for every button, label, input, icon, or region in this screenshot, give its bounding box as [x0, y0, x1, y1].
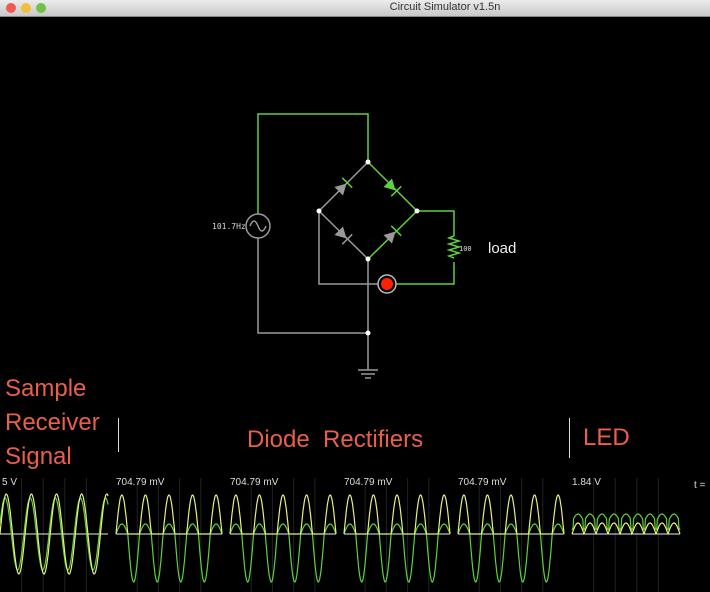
scope-trace-current: [229, 523, 337, 583]
note-line: Receiver: [5, 409, 100, 436]
divider-line: [569, 418, 570, 458]
note-line: Signal: [5, 443, 72, 470]
scope-trace-voltage: [229, 494, 337, 535]
resistor-name: load: [488, 240, 516, 257]
wire-load: [396, 210, 455, 285]
scope-trace-current: [343, 523, 451, 583]
scope-trace-current: [571, 513, 681, 532]
close-button[interactable]: [6, 3, 16, 13]
divider-line: [118, 418, 119, 452]
ground-icon: [358, 369, 378, 379]
diode-top-left[interactable]: [334, 177, 353, 196]
wire-top: [257, 113, 369, 214]
title-bar: Circuit Simulator v1.5n: [0, 0, 710, 17]
diode-top-right[interactable]: [383, 178, 402, 197]
scope-source[interactable]: 5 V: [0, 477, 109, 592]
wire-led-left: [318, 211, 378, 285]
scope-label: 1.84 V: [572, 477, 601, 488]
scope-trace-current: [115, 523, 223, 583]
sine-icon: [249, 220, 267, 232]
source-frequency: 101.7Hz: [212, 222, 246, 231]
diode-bottom-left[interactable]: [334, 226, 353, 245]
nodes: [316, 159, 420, 336]
scope-trace-voltage: [343, 494, 451, 535]
zoom-button[interactable]: [36, 3, 46, 13]
note-line: Sample: [5, 375, 87, 402]
resistor-value: 100: [459, 245, 472, 253]
scope-diode[interactable]: 704.79 mV: [229, 477, 337, 592]
scope-label: 704.79 mV: [344, 477, 393, 488]
bridge-right: [367, 161, 419, 260]
scope-diode[interactable]: 704.79 mV: [457, 477, 565, 592]
led[interactable]: [377, 274, 397, 294]
diode-bottom-right[interactable]: [383, 225, 402, 244]
scope-label: 704.79 mV: [230, 477, 279, 488]
ac-source[interactable]: [245, 213, 271, 239]
minimize-button[interactable]: [21, 3, 31, 13]
diode-rectifiers-note: Diode Rectifiers: [247, 426, 424, 453]
scope-diode[interactable]: 704.79 mV: [343, 477, 451, 592]
sample-receiver-note: Sample Receiver Signal: [5, 372, 100, 474]
scope-label: 704.79 mV: [458, 477, 507, 488]
window-title: Circuit Simulator v1.5n: [389, 1, 501, 13]
scope-trace-voltage: [115, 494, 223, 535]
wire-bottom: [257, 238, 368, 334]
scope-led[interactable]: 1.84 V: [571, 477, 681, 592]
scope-trace-current: [457, 523, 565, 583]
resistor-load[interactable]: [446, 235, 462, 259]
scope-diode[interactable]: 704.79 mV: [115, 477, 223, 592]
time-label: t =: [694, 480, 706, 491]
led-note: LED: [583, 424, 630, 451]
scope-area[interactable]: 5 V 704.79 mV 704.79 mV 704.79 mV 704.79 mV 1…: [0, 477, 681, 592]
scope-trace-voltage: [457, 494, 565, 535]
scope-trace-voltage: [571, 522, 681, 536]
scope-label: 704.79 mV: [116, 477, 165, 488]
scope-trace-voltage: [0, 493, 109, 575]
scope-label: 5 V: [2, 477, 17, 488]
